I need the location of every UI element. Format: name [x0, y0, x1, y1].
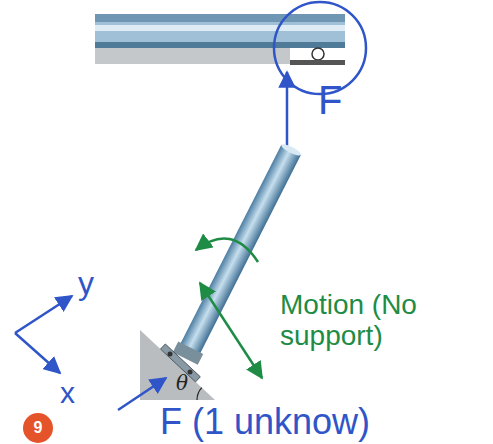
beam-top-flange	[95, 14, 345, 22]
axis-label: x	[60, 376, 75, 409]
force-label: F	[318, 78, 342, 122]
motion-note: Motion (No support)	[280, 290, 465, 352]
beam-web	[95, 22, 345, 42]
axis-label: y	[78, 266, 94, 301]
bolt	[188, 370, 193, 375]
angle-label: θ	[176, 372, 188, 394]
beam-highlight	[95, 25, 345, 31]
rotation-arrow	[196, 238, 258, 262]
roller	[312, 48, 324, 60]
bolt	[168, 352, 173, 357]
beam-bottom-flange	[95, 42, 345, 48]
force-note: F (1 unknow)	[160, 402, 370, 442]
callout-number: 9	[23, 413, 53, 443]
strut-end	[280, 142, 302, 157]
y-axis	[15, 296, 72, 333]
ceiling-slab	[95, 48, 290, 64]
callout-text: 9	[34, 420, 43, 436]
angle-arc	[197, 388, 202, 400]
force-arrow	[118, 378, 166, 410]
motion-arrow	[200, 283, 262, 378]
roller-plate	[290, 60, 345, 65]
x-axis	[15, 333, 60, 373]
